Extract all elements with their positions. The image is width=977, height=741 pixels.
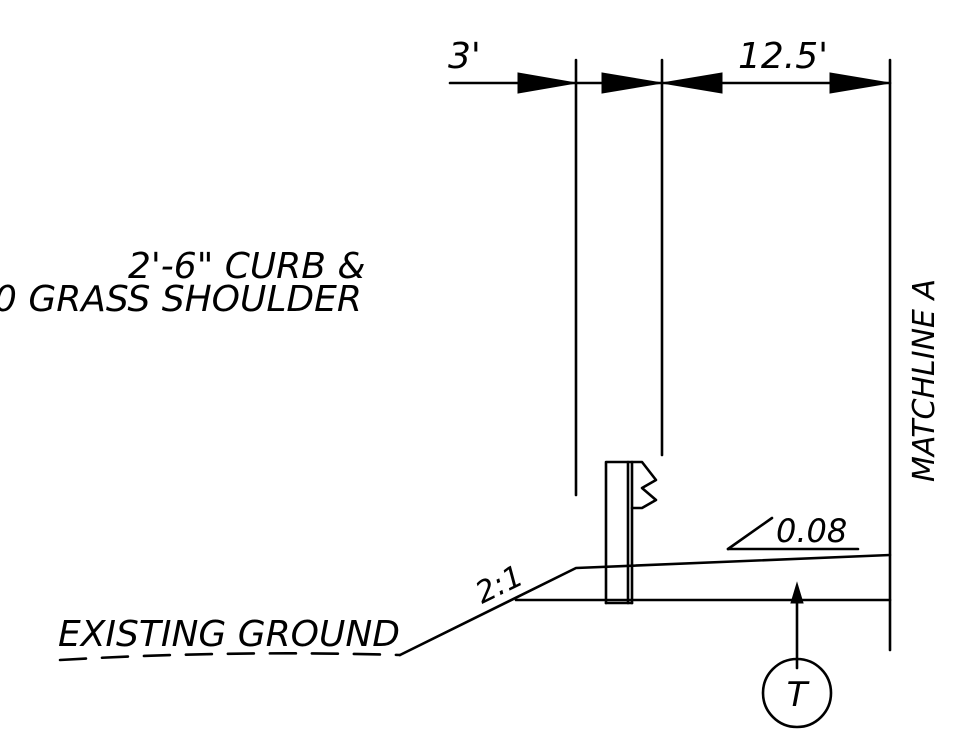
existing-ground-dashed-line <box>58 652 402 662</box>
tag-leader-arrow <box>790 581 804 604</box>
dimension-line-group <box>448 72 892 94</box>
slope-ratio-label: 2:1 <box>470 559 529 612</box>
lane-width-dimension: 12.5' <box>738 36 828 77</box>
tag-circle <box>761 657 833 729</box>
tag-letter-label: T <box>787 675 810 715</box>
curb-callout-line1: 2'-6" CURB & <box>128 246 365 287</box>
dimension-arrow-lane-left <box>661 72 723 94</box>
dimension-arrow-lane-right <box>829 72 891 94</box>
finished-grade-line <box>398 553 892 657</box>
cross-slope-label: 0.08 <box>776 512 847 550</box>
curb-outline <box>604 460 634 605</box>
matchline-label: MATCHLINE A <box>907 279 942 482</box>
curb-face-profile <box>630 460 658 510</box>
cross-slope-symbol <box>726 516 774 551</box>
dimension-arrow-curb-left <box>517 72 577 94</box>
existing-ground-label: EXISTING GROUND <box>58 614 400 655</box>
shoulder-callout-line2: 0 GRASS SHOULDER <box>0 279 362 320</box>
dimension-arrow-curb-right <box>601 72 663 94</box>
curb-width-dimension: 3' <box>448 36 481 77</box>
curb-section <box>604 460 658 605</box>
